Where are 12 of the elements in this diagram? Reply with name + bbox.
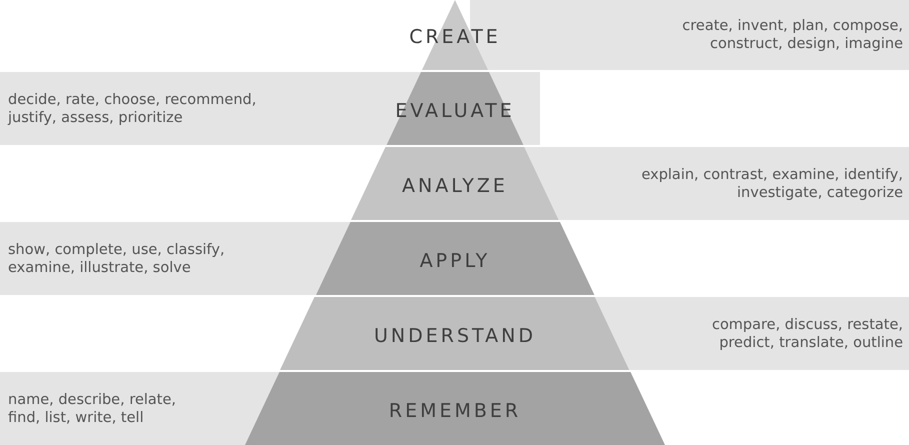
verb-list: decide, rate, choose, recommend, justify, assess, prioritize: [8, 90, 260, 126]
level-name: EVALUATE: [395, 100, 515, 122]
level-name: ANALYZE: [402, 174, 508, 196]
verb-list: show, complete, use, classify, examine, illustrate, solve: [8, 240, 260, 276]
verb-list: name, describe, relate, find, list, write, tell: [8, 390, 203, 426]
verb-list: create, invent, plan, compose, construct, design, imagine: [635, 17, 903, 53]
verb-list: explain, contrast, examine, identify, investigate, categorize: [635, 166, 903, 202]
verb-list: compare, discuss, restate, predict, translate, outline: [683, 316, 903, 352]
level-name: UNDERSTAND: [374, 324, 536, 346]
level-name: REMEMBER: [388, 400, 522, 422]
level-name: CREATE: [409, 26, 501, 48]
level-name: APPLY: [420, 250, 490, 272]
